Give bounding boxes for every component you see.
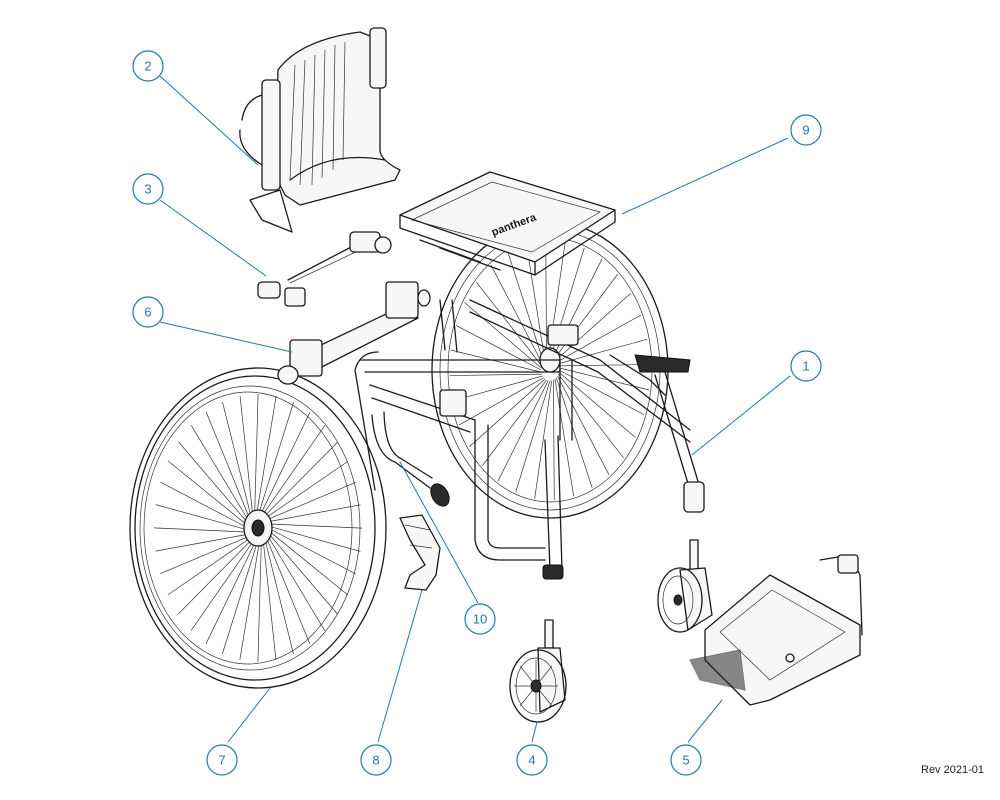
clamp [399, 514, 441, 591]
wheel-spoke [476, 281, 542, 367]
callout-10: 10 [464, 603, 496, 635]
wheel-spoke [267, 525, 361, 552]
caster-wheel [509, 619, 567, 723]
wheel-spoke [262, 538, 277, 661]
callout-label: 3 [144, 182, 151, 197]
callout-5: 5 [670, 744, 702, 776]
rear-wheel-left [129, 367, 387, 689]
wheel-spoke [267, 531, 338, 615]
rear-wheel-right [431, 221, 669, 519]
wheel-spoke [205, 539, 257, 645]
wheel-spoke [190, 425, 250, 523]
wheel-spoke [222, 539, 259, 654]
wheel-spoke [257, 402, 294, 517]
callout-3: 3 [132, 173, 164, 205]
callout-label: 7 [218, 753, 225, 768]
wheel-spoke [178, 538, 254, 615]
wheel-spoke [556, 314, 641, 363]
callout-7: 7 [206, 744, 238, 776]
wheel-spoke [558, 364, 650, 367]
wheel-spoke [469, 378, 546, 448]
wheel-spoke [558, 369, 645, 415]
wheel-spoke [259, 411, 311, 517]
wheel-spoke [534, 380, 553, 499]
wheel-spoke [264, 537, 294, 655]
wheel-spoke [178, 441, 249, 525]
wheel-spoke [554, 378, 575, 497]
wheel-spoke [167, 460, 249, 527]
wheel-spoke [153, 527, 249, 533]
wheel-spoke [556, 377, 593, 488]
wheel-spoke [497, 380, 549, 482]
wheel-spoke [239, 395, 254, 518]
wheel-spoke [490, 264, 543, 365]
wheel-spoke [222, 401, 252, 519]
callout-label: 5 [682, 753, 689, 768]
wheel-spoke [464, 302, 542, 369]
wheel-spoke [525, 243, 546, 362]
wheel-spoke [558, 373, 624, 459]
callout-8: 8 [360, 744, 392, 776]
wheel-spoke [239, 539, 261, 660]
callout-label: 2 [144, 59, 151, 74]
callout-6: 6 [132, 296, 164, 328]
axle-bar [277, 281, 431, 385]
hanger-pin [371, 411, 450, 507]
callout-label: 8 [372, 753, 379, 768]
wheel-spoke [167, 536, 252, 596]
wheel-spoke [459, 377, 544, 426]
wheel-spoke [205, 411, 251, 521]
wheel-spoke [545, 240, 547, 361]
wheel-spoke [267, 527, 356, 575]
footplate-assembly [657, 539, 863, 706]
wheel-spoke [553, 274, 618, 361]
wheel-spoke [257, 539, 262, 663]
wheel-spoke [155, 533, 250, 552]
wheel-spoke [452, 375, 543, 402]
callout-label: 9 [802, 123, 809, 138]
callout-1: 1 [790, 350, 822, 382]
wheel-spoke [455, 325, 542, 371]
wheel-spoke [155, 504, 249, 531]
wheel-spoke [450, 373, 542, 376]
wheel-spoke [160, 535, 251, 575]
callout-label: 6 [144, 305, 151, 320]
callout-label: 4 [528, 753, 535, 768]
wheel-spoke [557, 375, 610, 476]
wheel-spoke [266, 504, 361, 523]
callout-9: 9 [790, 114, 822, 146]
wheel-spoke [267, 523, 363, 529]
wheel-spoke [515, 380, 551, 493]
wheel-spoke [554, 292, 631, 362]
callout-2: 2 [132, 50, 164, 82]
wheel-spoke [451, 349, 542, 373]
wheel-spoke [553, 379, 555, 500]
wheel-spoke [254, 393, 259, 517]
wheel-spoke [482, 379, 547, 466]
wheel-spoke [266, 533, 326, 631]
cable-assembly [257, 231, 392, 307]
wheel-spoke [558, 371, 636, 438]
callout-label: 1 [802, 359, 809, 374]
wheel-spoke [261, 425, 326, 517]
wheel-spoke [190, 539, 255, 631]
callout-label: 10 [473, 612, 487, 627]
wheel-spoke [160, 481, 249, 529]
wheel-spoke [265, 535, 311, 645]
callout-4: 4 [516, 744, 548, 776]
wheel-spoke [262, 441, 338, 518]
wheel-spoke [265, 481, 356, 521]
wheel-spoke [267, 529, 349, 596]
leader-lines [159, 75, 791, 743]
wheel-spoke [264, 460, 349, 520]
wheel-spoke [255, 396, 277, 517]
seat-pan: panthera [399, 171, 616, 276]
backrest [239, 27, 401, 233]
revision-label: Rev 2021-01 [921, 764, 984, 776]
frame [354, 299, 705, 580]
